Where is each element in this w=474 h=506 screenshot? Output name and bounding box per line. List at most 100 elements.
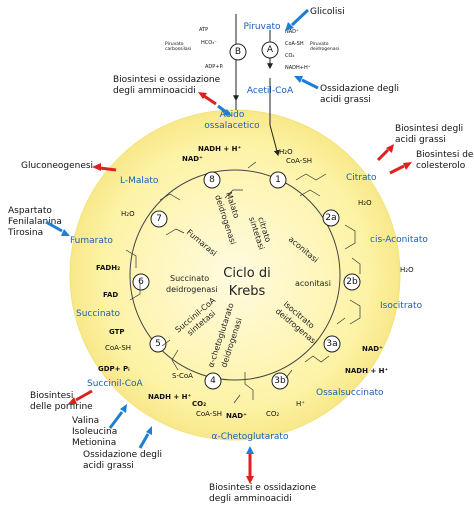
cof-h2o-2a: H₂O: [358, 199, 372, 207]
ext-isoleucina: Isoleucina: [72, 427, 117, 437]
step-3a-label: 3a: [326, 339, 337, 349]
compound-l-malato: L-Malato: [120, 176, 159, 186]
ext-biosintesi-colesterolo-1: Biosintesi del: [416, 150, 474, 160]
cof-fadh2: FADH₂: [96, 264, 120, 272]
step-2a-circle: [322, 209, 340, 227]
flux-arrows: [45, 8, 412, 484]
cof-s-coa: S-CoA: [172, 372, 193, 380]
ext-biosintesi-porfirine-2: delle porfirine: [30, 402, 93, 412]
step-2b-label: 2b: [346, 277, 358, 287]
step-b-label: B: [235, 47, 241, 57]
molecule-sketches: [125, 161, 361, 404]
cof-h2o-2b: H₂O: [400, 266, 414, 274]
compound-succinato: Succinato: [76, 309, 121, 319]
ext-biosintesi-amm-bottom-1: Biosintesi e ossidazione: [209, 483, 317, 493]
center-title-line2: Krebs: [229, 284, 266, 299]
step-7-label: 7: [156, 214, 162, 224]
cof-nad-top: NAD⁺: [285, 29, 299, 35]
ext-biosintesi-acidi-grassi-2: acidi grassi: [395, 135, 446, 145]
compound-acido-ossalacetico-1: Acido: [220, 110, 245, 120]
enzyme-succinato-deidrogenasi-1: Succinato: [170, 274, 209, 283]
ext-tirosina: Tirosina: [7, 228, 43, 238]
cycle-inner-ring: [129, 169, 341, 381]
cycle-disc: [69, 109, 401, 441]
cof-co2-4: CO₂: [192, 400, 206, 408]
enzyme-succinato-deidrogenasi-2: deidrogenasi: [166, 285, 218, 294]
ext-ossidazione-bottom-2: acidi grassi: [83, 461, 134, 471]
center-title-line1: Ciclo di: [223, 266, 270, 281]
arrow-valina: [108, 404, 127, 429]
arrow-biosintesi-acidi-grassi: [376, 144, 394, 162]
enzyme-aconitasi-2: aconitasi: [295, 279, 331, 288]
cof-adp: ADP+Pᵢ: [205, 64, 223, 70]
cof-coa-4: CoA-SH: [196, 410, 222, 418]
step-2b-circle: [343, 273, 361, 291]
step-2a-label: 2a: [325, 213, 336, 223]
compound-acetil-coa: Acetil-CoA: [247, 86, 294, 96]
arrow-biosintesi-amm-bottom: [246, 446, 254, 484]
step-6-label: 6: [138, 277, 144, 287]
ext-metionina: Metionina: [72, 438, 116, 448]
compound-cis-aconitato: cis-Aconitato: [370, 235, 428, 245]
cof-coa-top: CoA-SH: [285, 41, 304, 47]
cof-co2-3b: CO₂: [266, 410, 279, 418]
arrow-biosintesi-porfirine: [68, 389, 93, 404]
ext-aspartato: Aspartato: [8, 206, 52, 216]
step-6-circle: [132, 273, 150, 291]
step-1-circle: [269, 171, 287, 189]
arrow-aspartato: [45, 220, 70, 236]
cof-gtp: GTP: [109, 328, 125, 336]
step-a-label: A: [267, 45, 274, 55]
ext-biosintesi-acidi-grassi-1: Biosintesi degli: [395, 124, 463, 134]
step-4-label: 4: [210, 376, 216, 386]
cof-nadh-8: NADH + H⁺: [198, 145, 242, 153]
step-1-label: 1: [275, 175, 281, 185]
step-circles: 1 2a 2b 3a 3b 4 5 6 7 8: [132, 171, 361, 390]
ext-biosintesi-colesterolo-2: colesterolo: [416, 161, 466, 171]
step-3a-circle: [323, 335, 341, 353]
cof-nad-3a: NAD⁺: [362, 345, 383, 353]
cof-h2o-1: H₂O: [279, 148, 293, 156]
cof-h-3b: H⁺: [296, 400, 305, 408]
step-3b-circle: [271, 372, 289, 390]
cof-co2-top: CO₂: [285, 53, 294, 59]
cof-nad-8: NAD⁺: [182, 155, 203, 163]
ext-gluconeogenesi: Gluconeogenesi: [21, 161, 93, 171]
cof-hco3: HCO₃⁻: [201, 40, 217, 46]
step-b-circle: [229, 43, 247, 61]
cof-atp: ATP: [199, 27, 208, 33]
enzyme-piruvato-carbossilasi-1: Piruvato: [165, 41, 184, 47]
ext-biosintesi-porfirine-1: Biosintesi: [30, 391, 73, 401]
step-a-circle: [261, 41, 279, 59]
step-8-label: 8: [209, 175, 215, 185]
cof-nadh-4: NADH + H⁺: [148, 393, 192, 401]
compound-acido-ossalacetico-2: ossalacetico: [204, 121, 260, 131]
enzyme-piruvato-deidrogenasi-1: Piruvato: [310, 41, 329, 47]
step-5-label: 5: [155, 339, 161, 349]
arrow-biosintesi-colesterolo: [389, 162, 412, 175]
ext-valina: Valina: [72, 416, 99, 426]
ext-glicolisi: Glicolisi: [310, 7, 345, 17]
compound-fumarato: Fumarato: [70, 236, 113, 246]
cof-nadh-top: NADH+H⁺: [285, 65, 311, 71]
cof-nadh-3a: NADH + H⁺: [345, 367, 389, 375]
step-4-circle: [204, 372, 222, 390]
cof-fad: FAD: [103, 291, 118, 299]
cof-coa-1: CoA-SH: [286, 157, 312, 165]
pathway-to-acetyl: [269, 78, 280, 157]
arrow-glicolisi: [285, 8, 310, 31]
compound-alfa-chetoglutarato: α-Chetoglutarato: [212, 432, 289, 442]
ext-biosintesi-amm-bottom-2: degli amminoacidi: [209, 494, 292, 504]
compound-ossalsuccinato: Ossalsuccinato: [316, 388, 384, 398]
arrow-ossidazione-bottom: [138, 426, 152, 449]
ext-biosintesi-amm-top-1: Biosintesi e ossidazione: [113, 75, 221, 85]
cof-coa-5: CoA-SH: [105, 344, 131, 352]
ext-biosintesi-amm-top-2: degli amminoacidi: [113, 86, 196, 96]
cycle-cofactors: H₂O CoA-SH H₂O H₂O NAD⁺ NADH + H⁺ CO₂ H⁺…: [96, 145, 414, 420]
step-8-circle: [203, 171, 221, 189]
compound-isocitrato: Isocitrato: [380, 301, 423, 311]
ext-ossidazione-bottom-1: Ossidazione degli: [83, 450, 162, 460]
arrow-biosintesi-amm-top: [198, 92, 232, 116]
arrow-gluconeogenesi: [92, 163, 117, 172]
